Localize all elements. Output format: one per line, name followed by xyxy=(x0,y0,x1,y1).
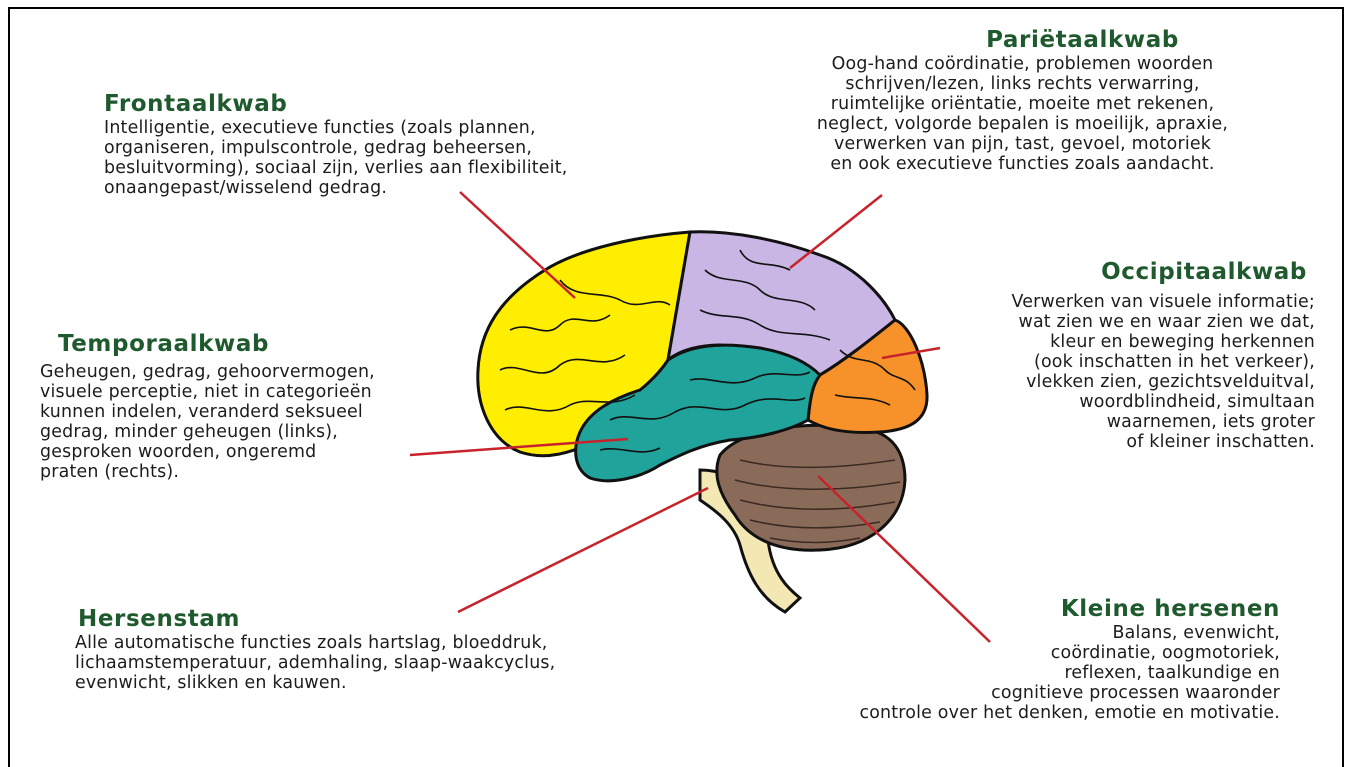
occipitaalkwab-line: wat zien we en waar zien we dat, xyxy=(940,312,1315,332)
occipitaalkwab-body: Verwerken van visuele informatie; wat zi… xyxy=(940,292,1315,452)
temporaalkwab-line: gedrag, minder geheugen (links), xyxy=(40,422,375,442)
frontaalkwab-line: onaangepast/wisselend gedrag. xyxy=(104,178,567,198)
occipitaalkwab-line: Verwerken van visuele informatie; xyxy=(940,292,1315,312)
hersenstam-title: Hersenstam xyxy=(78,605,555,633)
kleine-hersenen-line: cognitieve processen waaronder xyxy=(760,683,1280,703)
temporaalkwab-title: Temporaalkwab xyxy=(58,330,375,358)
parietaalkwab-block: Pariëtaalkwab Oog-hand coördinatie, prob… xyxy=(790,26,1255,174)
frontaalkwab-body: Intelligentie, executieve functies (zoal… xyxy=(104,118,567,198)
parietaalkwab-line: schrijven/lezen, links rechts verwarring… xyxy=(790,74,1255,94)
hersenstam-line: evenwicht, slikken en kauwen. xyxy=(75,673,555,693)
frontaalkwab-line: besluitvorming), sociaal zijn, verlies a… xyxy=(104,158,567,178)
temporaalkwab-line: kunnen indelen, veranderd seksueel xyxy=(40,402,375,422)
kleine-hersenen-title: Kleine hersenen xyxy=(760,595,1280,623)
temporaalkwab-block: Temporaalkwab Geheugen, gedrag, gehoorve… xyxy=(58,330,375,482)
temporaalkwab-line: visuele perceptie, niet in categorieën xyxy=(40,382,375,402)
temporaalkwab-body: Geheugen, gedrag, gehoorvermogen, visuel… xyxy=(40,362,375,482)
frontaalkwab-block: Frontaalkwab Intelligentie, executieve f… xyxy=(104,90,567,198)
occipitaalkwab-title: Occipitaalkwab xyxy=(940,258,1315,286)
parietaalkwab-line: en ook executieve functies zoals aandach… xyxy=(790,154,1255,174)
parietaalkwab-line: ruimtelijke oriëntatie, moeite met reken… xyxy=(790,94,1255,114)
occipitaalkwab-line: of kleiner inschatten. xyxy=(940,432,1315,452)
occipitaalkwab-line: waarnemen, iets groter xyxy=(940,412,1315,432)
parietaalkwab-line: neglect, volgorde bepalen is moeilijk, a… xyxy=(790,114,1255,134)
temporaalkwab-line: praten (rechts). xyxy=(40,462,375,482)
occipitaalkwab-line: (ook inschatten in het verkeer), xyxy=(940,352,1315,372)
temporaalkwab-line: Geheugen, gedrag, gehoorvermogen, xyxy=(40,362,375,382)
kleine-hersenen-block: Kleine hersenen Balans, evenwicht, coörd… xyxy=(760,595,1280,723)
temporaalkwab-line: gesproken woorden, ongeremd xyxy=(40,442,375,462)
parietaalkwab-body: Oog-hand coördinatie, problemen woorden … xyxy=(790,54,1255,174)
kleine-hersenen-line: controle over het denken, emotie en moti… xyxy=(760,703,1280,723)
hersenstam-line: lichaamstemperatuur, ademhaling, slaap-w… xyxy=(75,653,555,673)
parietaalkwab-line: Oog-hand coördinatie, problemen woorden xyxy=(790,54,1255,74)
occipitaalkwab-line: kleur en beweging herkennen xyxy=(940,332,1315,352)
frontaalkwab-line: organiseren, impulscontrole, gedrag behe… xyxy=(104,138,567,158)
hersenstam-block: Hersenstam Alle automatische functies zo… xyxy=(78,605,555,693)
hersenstam-body: Alle automatische functies zoals hartsla… xyxy=(75,633,555,693)
parietaalkwab-title: Pariëtaalkwab xyxy=(790,26,1255,54)
frontaalkwab-line: Intelligentie, executieve functies (zoal… xyxy=(104,118,567,138)
kleine-hersenen-line: reflexen, taalkundige en xyxy=(760,663,1280,683)
kleine-hersenen-line: Balans, evenwicht, xyxy=(760,623,1280,643)
pointer-hersenstam xyxy=(458,488,708,612)
kleine-hersenen-line: coördinatie, oogmotoriek, xyxy=(760,643,1280,663)
hersenstam-line: Alle automatische functies zoals hartsla… xyxy=(75,633,555,653)
pointer-parietaal xyxy=(790,195,882,268)
frontaalkwab-title: Frontaalkwab xyxy=(104,90,567,118)
occipitaalkwab-block: Occipitaalkwab Verwerken van visuele inf… xyxy=(940,258,1315,452)
occipitaalkwab-line: woordblindheid, simultaan xyxy=(940,392,1315,412)
occipitaalkwab-line: vlekken zien, gezichtsvelduitval, xyxy=(940,372,1315,392)
parietaalkwab-line: verwerken van pijn, tast, gevoel, motori… xyxy=(790,134,1255,154)
kleine-hersenen-body: Balans, evenwicht, coördinatie, oogmotor… xyxy=(760,623,1280,723)
pointer-frontaal xyxy=(460,192,575,298)
